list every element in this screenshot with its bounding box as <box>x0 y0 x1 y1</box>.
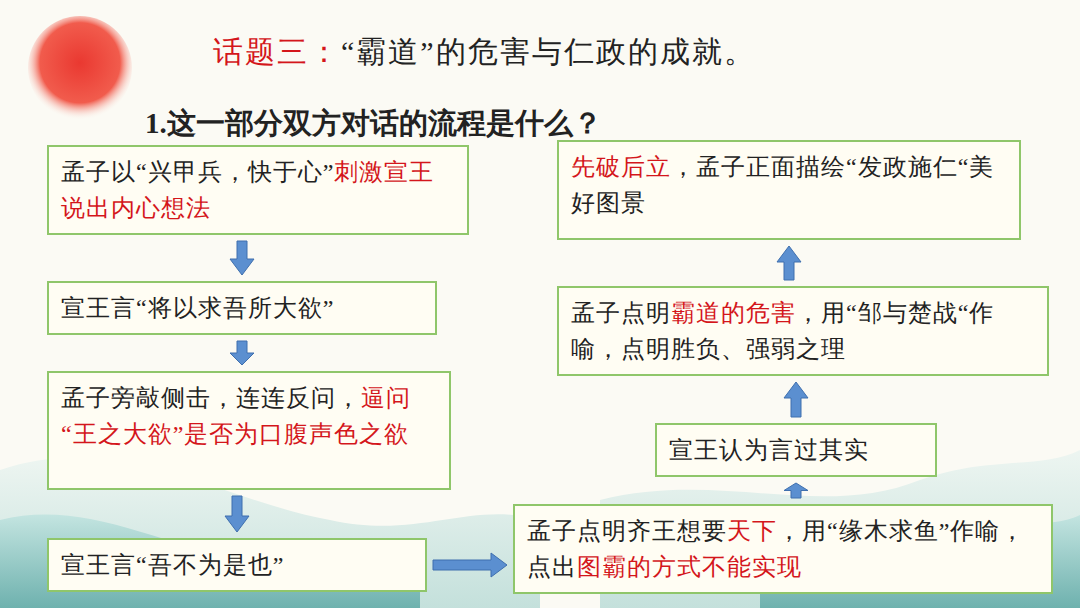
box-text: 孟子以“兴甲兵，快于心” <box>61 159 334 185</box>
question-heading: 1.这一部分双方对话的流程是什么？ <box>145 104 602 144</box>
flow-arrow <box>225 496 249 532</box>
flow-arrow <box>784 382 808 417</box>
process-box: 先破后立，孟子正面描绘“发政施仁“美好图景 <box>557 140 1021 240</box>
box-text: 宣王言“将以求吾所大欲” <box>61 295 334 321</box>
process-box: 宣王认为言过其实 <box>655 423 937 477</box>
flow-arrow <box>777 246 801 280</box>
highlight-text: 天下 <box>727 518 777 544</box>
process-box: 宣王言“将以求吾所大欲” <box>47 281 437 335</box>
process-box: 孟子点明齐王想要天下，用“缘木求鱼”作喻，点出图霸的方式不能实现 <box>513 504 1053 594</box>
box-text: 孟子点明 <box>571 300 671 326</box>
slide-heading: 话题三：“霸道”的危害与仁政的成就。 <box>213 32 756 73</box>
slide-title: “霸道”的危害与仁政的成就。 <box>341 32 756 73</box>
process-box: 孟子以“兴甲兵，快于心”刺激宣王说出内心想法 <box>47 145 469 235</box>
box-text: 宣王认为言过其实 <box>669 437 869 463</box>
highlight-text: 霸道的危害 <box>671 300 796 326</box>
highlight-text: 先破后立 <box>571 154 671 180</box>
process-box: 孟子旁敲侧击，连连反问，逼问“王之大欲”是否为口腹声色之欲 <box>47 371 451 490</box>
box-text: 宣王言“吾不为是也” <box>61 552 284 578</box>
box-text: 孟子旁敲侧击，连连反问， <box>61 385 361 411</box>
process-box: 孟子点明霸道的危害，用“邹与楚战“作喻，点明胜负、强弱之理 <box>557 286 1049 376</box>
highlight-text: 图霸的方式不能实现 <box>577 554 802 580</box>
flow-arrow <box>784 483 808 498</box>
topic-number: 话题三： <box>213 32 341 73</box>
flow-arrow <box>230 241 254 275</box>
process-box: 宣王言“吾不为是也” <box>47 538 427 592</box>
flow-arrow <box>433 553 507 577</box>
box-text: 孟子点明齐王想要 <box>527 518 727 544</box>
flow-arrow <box>230 341 254 365</box>
